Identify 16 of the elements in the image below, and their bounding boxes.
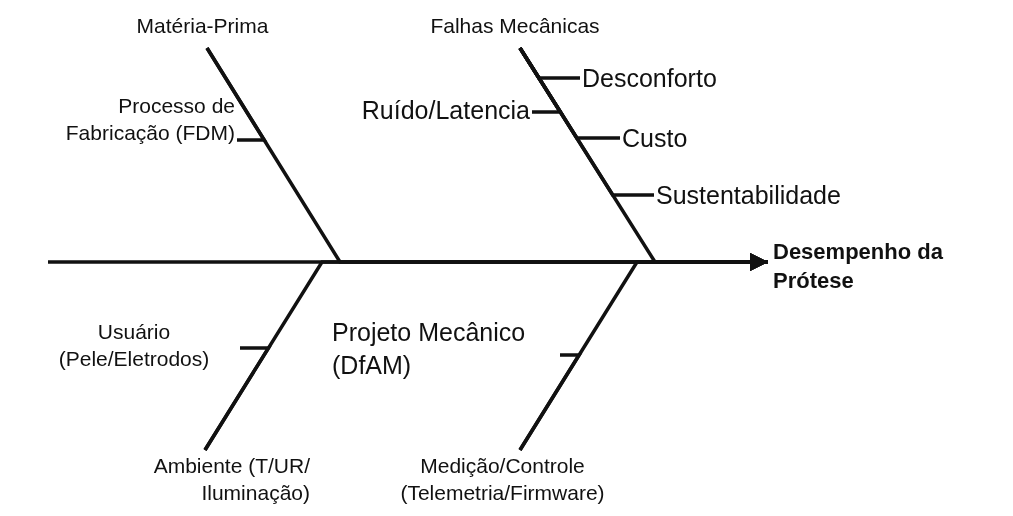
branch-line <box>205 47 268 142</box>
sub-cause-label: Custo <box>622 122 742 155</box>
sub-cause-label: Processo de Fabricação (FDM) <box>30 92 235 147</box>
branch-line <box>203 346 272 451</box>
sub-cause-label: Ruído/Latencia <box>300 94 530 127</box>
effect-label: Desempenho da Prótese <box>773 238 1005 296</box>
branch-line <box>518 353 583 451</box>
sub-cause-label: Desconforto <box>582 62 782 95</box>
sub-cause-label: Usuário (Pele/Eletrodos) <box>28 318 240 373</box>
branch-line <box>518 47 654 197</box>
sub-cause-label: Sustentabilidade <box>656 179 896 212</box>
cause-category-label: Matéria-Prima <box>95 12 310 40</box>
cause-category-label: Medição/Controle (Telemetria/Firmware) <box>375 452 630 507</box>
cause-category-label: Falhas Mecânicas <box>395 12 635 40</box>
sub-cause-label: Projeto Mecânico (DfAM) <box>332 316 572 381</box>
cause-category-label: Ambiente (T/UR/ Iluminação) <box>93 452 310 507</box>
